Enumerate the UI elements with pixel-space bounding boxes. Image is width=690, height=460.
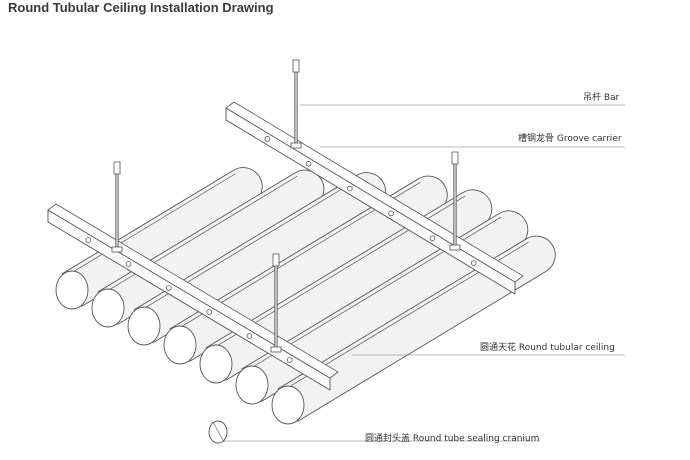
tube-end xyxy=(91,288,125,328)
tube-end xyxy=(55,270,89,310)
sealing-cap xyxy=(208,420,228,444)
bar-connector xyxy=(272,253,280,267)
groove-carrier-label: 槽钢龙骨 Groove carrier xyxy=(518,134,622,144)
hanging-bars-group xyxy=(111,59,461,353)
carrier-bolt xyxy=(305,160,312,167)
round-tube xyxy=(277,235,556,422)
carrier-bolt xyxy=(286,357,293,363)
sealing-cranium-label: 圆通封头盖 Round tube sealing cranium xyxy=(365,434,540,444)
tube-end xyxy=(163,325,197,365)
bar-nut xyxy=(270,346,282,353)
carrier-bolt xyxy=(347,185,353,192)
tube-slot xyxy=(64,173,236,278)
tubular-ceiling-label: 圆通天花 Round tubular ceiling xyxy=(480,343,615,353)
carrier-bolt xyxy=(429,235,436,242)
bar-connector xyxy=(451,151,459,165)
carrier-bolt xyxy=(246,333,253,339)
bar-connector xyxy=(292,59,300,73)
drawing-title: Round Tubular Ceiling Installation Drawi… xyxy=(8,0,274,15)
carrier-bolt xyxy=(470,260,477,266)
carrier-bolt xyxy=(264,136,271,142)
carrier-bolt xyxy=(125,261,132,267)
bar-nut xyxy=(449,244,461,251)
tube-end xyxy=(199,344,233,384)
bar-nut xyxy=(111,246,123,253)
tube-slot xyxy=(100,175,298,296)
tube-end xyxy=(235,365,269,405)
round-tubes-group xyxy=(55,167,556,425)
carrier-bolt xyxy=(85,237,92,243)
bar-label: 吊杆 Bar xyxy=(583,93,620,103)
carrier-bolt xyxy=(166,285,172,291)
carrier-bolt xyxy=(206,309,212,315)
label-leaders-group xyxy=(218,104,625,442)
sealing-cap-detail xyxy=(212,421,225,443)
tube-end xyxy=(127,306,161,346)
bar-nut xyxy=(290,142,302,149)
sealing-cap-group xyxy=(208,420,228,444)
bar-connector xyxy=(113,161,121,175)
tube-end xyxy=(271,385,305,425)
carrier-bolt xyxy=(388,210,394,217)
